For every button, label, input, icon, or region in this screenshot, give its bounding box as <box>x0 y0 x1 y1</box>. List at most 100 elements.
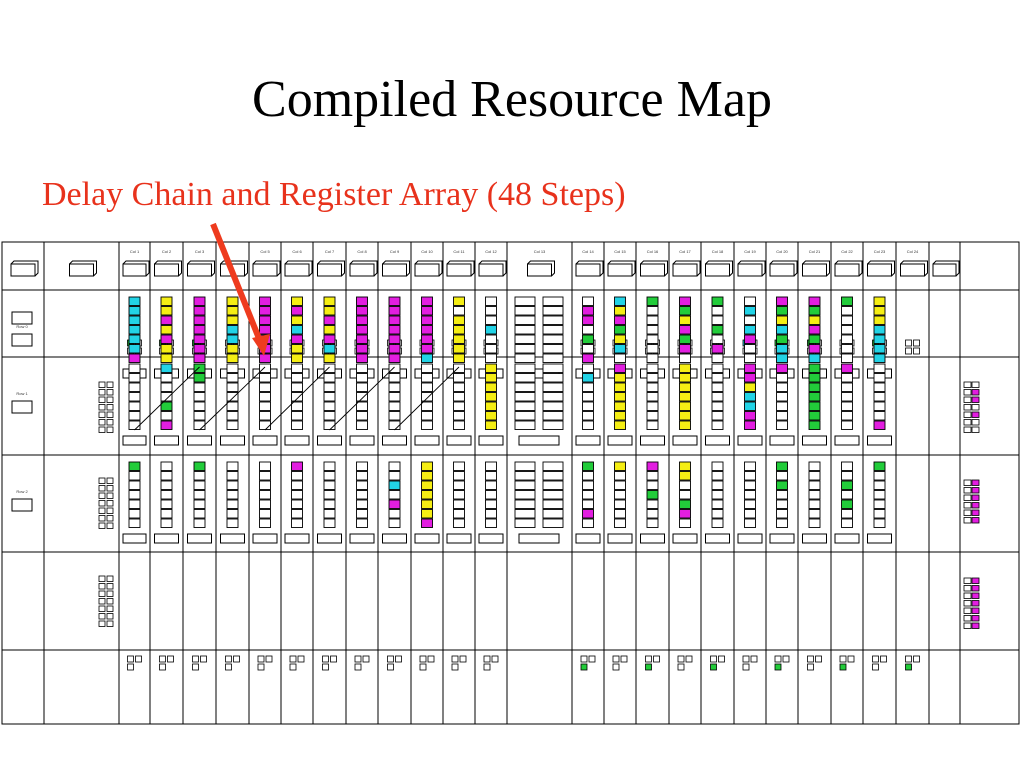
register-cell <box>582 382 594 392</box>
column-header-box <box>575 263 601 277</box>
register-cell <box>582 325 594 335</box>
register-cell <box>323 499 336 509</box>
register-cell <box>160 392 173 402</box>
input-port <box>98 515 106 522</box>
register-cell <box>453 461 465 471</box>
register-cell <box>485 373 497 383</box>
output-port <box>963 404 972 411</box>
register-cell <box>388 480 401 490</box>
register-cell <box>259 480 271 490</box>
output-port <box>971 396 980 403</box>
register-cell <box>744 334 756 344</box>
register-cell <box>128 490 141 500</box>
input-port <box>106 485 114 492</box>
row-header-label: Row 2 <box>16 489 28 494</box>
register-cell <box>485 353 497 363</box>
delay-chain-link <box>264 366 330 431</box>
register-cell <box>453 373 465 383</box>
register-cell <box>291 353 303 363</box>
register-cell <box>323 344 336 354</box>
input-port <box>98 507 106 514</box>
register-cell <box>679 315 691 325</box>
register-cell <box>614 334 626 344</box>
ram-cell <box>514 509 536 519</box>
register-cell <box>776 334 788 344</box>
register-cell <box>873 401 886 411</box>
column-header-label: Col 22 <box>841 249 853 254</box>
register-cell <box>841 373 853 383</box>
column-header-box-edge <box>802 260 830 277</box>
io-pin <box>872 655 879 663</box>
register-cell <box>160 353 173 363</box>
column-header-box-edge <box>575 260 604 277</box>
register-cell <box>259 325 271 335</box>
ram-cell <box>514 392 536 402</box>
io-pin <box>167 655 174 663</box>
register-base-box <box>284 533 310 544</box>
register-cell <box>226 392 239 402</box>
register-cell <box>226 518 239 528</box>
register-base-box <box>252 533 278 544</box>
io-row-box <box>11 311 33 325</box>
register-cell <box>744 411 756 421</box>
input-port <box>98 381 106 388</box>
register-cell <box>421 306 433 316</box>
register-cell <box>679 518 691 528</box>
delay-chain-links <box>134 366 460 431</box>
row-header-label: Row 0 <box>16 324 28 329</box>
column-header-box <box>382 263 407 277</box>
register-cell <box>646 353 659 363</box>
register-cell <box>711 471 724 481</box>
register-cell <box>485 363 497 373</box>
column-header-box-edge <box>640 260 668 277</box>
register-cell <box>388 306 401 316</box>
column-header-box-edge <box>154 260 182 277</box>
register-cell <box>679 480 691 490</box>
register-cell <box>259 461 271 471</box>
register-cell <box>291 344 303 354</box>
column-header-box-edge <box>867 260 895 277</box>
register-cell <box>485 509 497 519</box>
register-base-box <box>187 435 212 446</box>
register-cell <box>193 461 206 471</box>
register-cell <box>356 499 368 509</box>
io-pin <box>913 339 920 347</box>
register-cell <box>421 499 433 509</box>
io-pin <box>200 655 207 663</box>
register-cell <box>614 461 626 471</box>
register-cell <box>808 373 821 383</box>
io-pin <box>880 655 887 663</box>
register-cell <box>356 353 368 363</box>
register-cell <box>711 382 724 392</box>
register-cell <box>808 296 821 306</box>
register-cell <box>873 353 886 363</box>
register-cell <box>646 315 659 325</box>
register-cell <box>356 401 368 411</box>
register-base-box <box>382 435 407 446</box>
io-pin <box>225 663 232 671</box>
register-cell <box>841 499 853 509</box>
register-cell <box>291 296 303 306</box>
register-cell <box>679 363 691 373</box>
io-pin <box>653 655 660 663</box>
register-cell <box>711 499 724 509</box>
register-cell <box>646 373 659 383</box>
register-cell <box>128 392 141 402</box>
register-cell <box>614 480 626 490</box>
register-cell <box>388 363 401 373</box>
register-cell <box>388 471 401 481</box>
register-cell <box>259 490 271 500</box>
register-cell <box>226 353 239 363</box>
register-cell <box>160 509 173 519</box>
column-header-box-edge <box>10 260 39 277</box>
io-pin <box>774 655 782 663</box>
register-cell <box>711 353 724 363</box>
register-cell <box>160 471 173 481</box>
io-pin <box>905 347 912 355</box>
register-cell <box>841 306 853 316</box>
register-cell <box>193 334 206 344</box>
register-cell <box>776 392 788 402</box>
output-port <box>963 585 972 592</box>
output-port <box>963 600 972 607</box>
